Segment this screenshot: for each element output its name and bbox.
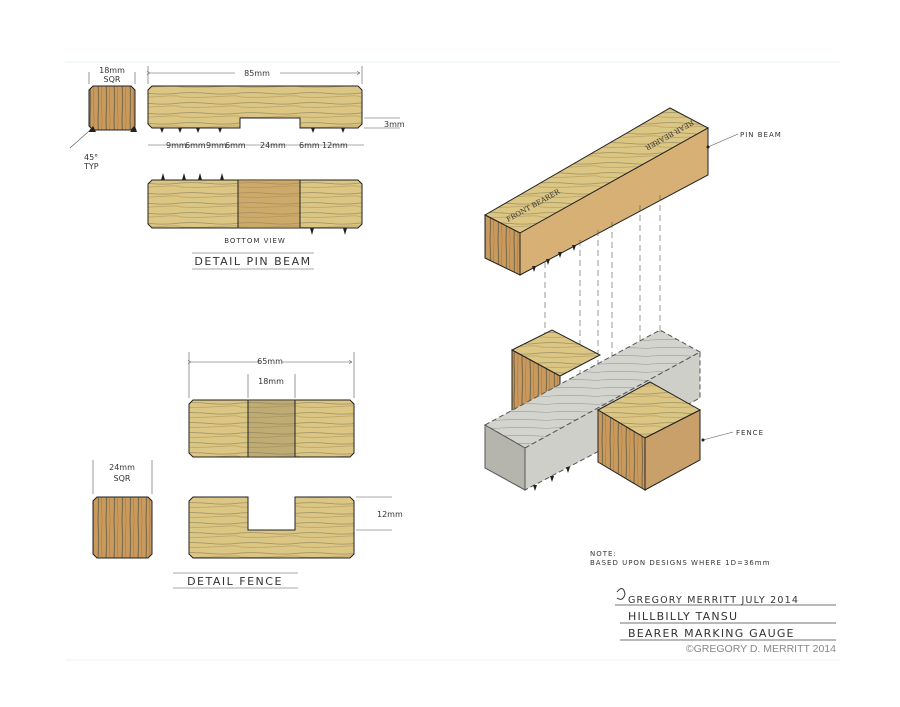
copyright: ©GREGORY D. MERRITT 2014 xyxy=(686,643,836,655)
spacing-label: 9mm xyxy=(166,141,187,150)
end-sqr-label: SQR xyxy=(104,75,121,84)
author-date: GREGORY MERRITT JULY 2014 xyxy=(628,595,799,606)
drawing-name: BEARER MARKING GAUGE xyxy=(628,627,795,640)
spacing-label: 9mm xyxy=(206,141,227,150)
fence-end-size-label: 24mm xyxy=(109,463,135,472)
fence-end-view: 24mm SQR xyxy=(92,460,153,559)
fence-title: DETAIL FENCE xyxy=(187,575,283,588)
note: NOTE: BASED UPON DESIGNS WHERE 1D=36mm xyxy=(590,550,770,567)
pin-beam-end-view: 18mm SQR 45° TYP xyxy=(69,66,137,171)
fence-length-label: 65mm xyxy=(257,357,283,366)
spacing-label: 6mm xyxy=(185,141,206,150)
title-block: GREGORY MERRITT JULY 2014 HILLBILLY TANS… xyxy=(615,588,836,655)
fence-detail: 65mm 18mm 24mm SQR 12mm DETAIL FENCE xyxy=(92,352,403,589)
slot-depth-label: 12mm xyxy=(377,510,403,519)
project-name: HILLBILLY TANSU xyxy=(628,610,738,623)
spacing-label: 6mm xyxy=(299,141,320,150)
note-text: BASED UPON DESIGNS WHERE 1D=36mm xyxy=(590,559,770,567)
signature-logo-icon xyxy=(616,588,626,600)
length-label: 85mm xyxy=(244,69,270,78)
fence-end-sqr-label: SQR xyxy=(114,474,131,483)
end-size-label: 18mm xyxy=(99,66,125,75)
note-heading: NOTE: xyxy=(590,550,617,558)
fence-callout: FENCE xyxy=(736,429,764,437)
pin-beam-detail: 18mm SQR 45° TYP 85mm 3mm 9mm 6mm 9mm 6m… xyxy=(69,66,405,270)
slot-width-label: 18mm xyxy=(258,377,284,386)
pin-beam-side-view: 85mm 3mm 9mm 6mm 9mm 6mm 24mm 6mm 12mm xyxy=(148,66,405,150)
fence-top-view: 65mm 18mm xyxy=(189,352,355,458)
spacing-label: 24mm xyxy=(260,141,286,150)
iso-pin-beam: FRONT BEARER REAR BEARER xyxy=(483,107,710,276)
isometric-assembly: FRONT BEARER REAR BEARER PIN BEAM FENCE xyxy=(483,107,782,491)
spacing-label: 6mm xyxy=(225,141,246,150)
fence-side-view: 12mm xyxy=(188,496,403,559)
notch-depth-label: 3mm xyxy=(384,120,405,129)
iso-fence-and-beam xyxy=(483,329,702,491)
chamfer-label: 45° xyxy=(84,153,98,162)
spacing-label: 12mm xyxy=(322,141,348,150)
pin-beam-bottom-view: BOTTOM VIEW xyxy=(147,173,363,245)
bottom-view-label: BOTTOM VIEW xyxy=(224,237,286,245)
pin-beam-title: DETAIL PIN BEAM xyxy=(194,255,311,268)
chamfer-typ-label: TYP xyxy=(83,162,99,171)
pin-beam-callout: PIN BEAM xyxy=(740,131,782,139)
